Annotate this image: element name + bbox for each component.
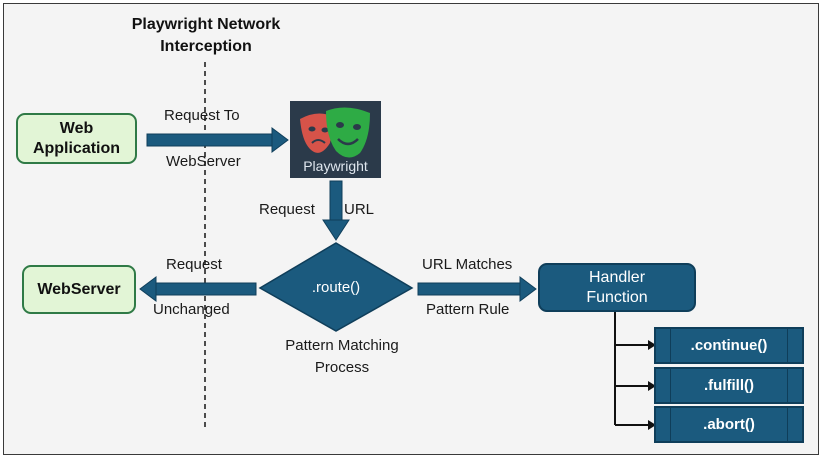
url-label: URL — [344, 201, 375, 218]
fulfill-action: .fulfill() — [654, 367, 804, 404]
arrow-to-route — [322, 180, 350, 241]
fulfill-action-label: .fulfill() — [704, 377, 754, 394]
request-to-label: Request To — [164, 107, 240, 124]
handler-function-label: Handler Function — [586, 268, 648, 306]
webserver-destination-label: WebServer — [166, 153, 241, 170]
route-label: .route() — [311, 279, 361, 296]
theater-masks-icon — [300, 107, 370, 158]
webserver-node: WebServer — [22, 265, 136, 314]
continue-action-label: .continue() — [690, 337, 768, 354]
route-caption-line2: Process — [314, 359, 370, 376]
abort-action: .abort() — [654, 406, 804, 443]
url-matches-label: URL Matches — [422, 256, 513, 273]
request-unchanged-bottom-label: Unchanged — [153, 301, 230, 318]
arrow-to-webserver — [139, 276, 257, 302]
diagram-title: Playwright Network Interception — [131, 16, 281, 55]
playwright-logo-text: Playwright — [303, 158, 368, 174]
abort-action-label: .abort() — [703, 416, 755, 433]
arrow-to-handler — [417, 276, 537, 302]
route-caption-line1: Pattern Matching — [285, 337, 399, 354]
request-label: Request — [259, 201, 315, 218]
continue-action: .continue() — [654, 327, 804, 364]
web-application-label: Web Application — [32, 119, 121, 157]
handler-function-node: Handler Function — [538, 263, 696, 312]
arrow-to-playwright — [146, 127, 289, 153]
pattern-rule-label: Pattern Rule — [426, 301, 510, 318]
request-unchanged-top-label: Request — [166, 256, 222, 273]
handler-branches — [614, 312, 656, 430]
route-diamond — [258, 242, 414, 332]
webserver-label: WebServer — [37, 280, 121, 298]
web-application-node: Web Application — [16, 113, 137, 164]
playwright-logo: Playwright — [290, 101, 381, 178]
